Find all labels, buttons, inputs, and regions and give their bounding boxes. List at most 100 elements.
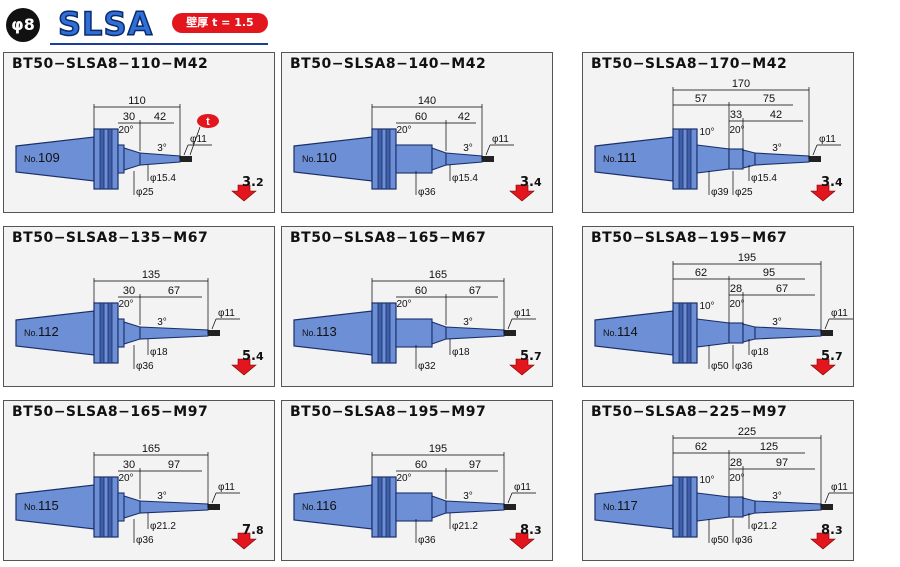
body-taper (431, 321, 447, 345)
slim-neck (139, 326, 209, 340)
dim-slope: 3° (772, 317, 782, 328)
dim-slope: 3° (463, 317, 473, 328)
dim-a: 28 (730, 457, 742, 469)
flange (672, 302, 698, 364)
dim-slope: 3° (157, 143, 167, 154)
dim-slope: 3° (463, 491, 473, 502)
dim-base-diameter: φ50 (711, 535, 729, 546)
dim-top-b: 75 (763, 93, 775, 105)
dim-total-length: 195 (738, 252, 756, 264)
dim-body-diameter: φ32 (418, 361, 436, 372)
dim-neck-diameter: φ21.2 (150, 521, 176, 532)
slim-neck (445, 326, 505, 340)
item-number-prefix: No. (302, 502, 317, 512)
weight-integer: 5. (242, 349, 256, 364)
size-badge: φ8 (6, 8, 40, 42)
dim-total-length: 170 (732, 78, 750, 90)
dim-tip-diameter: φ11 (218, 482, 235, 493)
dim-tip-diameter: φ11 (218, 308, 235, 319)
dim-b: 97 (168, 459, 180, 471)
weight-integer: 5. (821, 349, 835, 364)
collar (117, 144, 125, 174)
dim-slope: 3° (157, 317, 167, 328)
item-number-prefix: No. (24, 328, 39, 338)
dim-total-length: 165 (429, 269, 447, 281)
dim-body-diameter: φ36 (418, 535, 436, 546)
weight-arrow-icon (810, 358, 836, 376)
weight-value: 3.4 (520, 175, 542, 190)
weight-arrow-icon (509, 184, 535, 202)
weight-integer: 3. (242, 175, 256, 190)
item-number-prefix: No. (24, 502, 39, 512)
weight-arrow-icon (231, 358, 257, 376)
dim-a: 60 (415, 111, 427, 123)
weight-value: 7.8 (242, 523, 264, 538)
collar (395, 144, 433, 174)
body-taper (123, 147, 141, 171)
dim-neck-diameter: φ21.2 (751, 521, 777, 532)
flange-groove (385, 476, 391, 538)
item-number-value: 111 (617, 150, 637, 165)
dim-body-diameter: φ25 (735, 187, 753, 198)
step-taper (696, 318, 730, 348)
tool-tip (504, 330, 516, 336)
dim-angle-20: 20° (396, 125, 411, 136)
dim-a: 30 (123, 285, 135, 297)
dim-tip-diameter: φ11 (514, 308, 531, 319)
dim-b: 97 (776, 457, 788, 469)
dim-angle-20: 20° (729, 299, 744, 310)
item-number-value: 109 (38, 150, 60, 165)
dim-a: 28 (730, 283, 742, 295)
step-taper (696, 492, 730, 522)
flange (672, 476, 698, 538)
dim-angle-20: 20° (729, 473, 744, 484)
collar (395, 318, 433, 348)
dim-body-diameter: φ36 (136, 361, 154, 372)
weight-decimal: 3 (533, 524, 542, 537)
tool-tip (208, 330, 220, 336)
flange-groove (678, 302, 684, 364)
tool-tip (809, 156, 821, 162)
flange-groove (385, 128, 391, 190)
dim-tip-diameter: φ11 (831, 482, 848, 493)
dim-total-length: 110 (128, 95, 146, 107)
dim-total-length: 225 (738, 426, 756, 438)
dim-top-a: 62 (695, 267, 707, 279)
dim-top-a: 62 (695, 441, 707, 453)
weight-decimal: 8 (255, 524, 264, 537)
weight-arrow-icon (810, 532, 836, 550)
model-title: BT50−SLSA8−225−M97 (591, 404, 788, 420)
item-number-prefix: No. (603, 328, 618, 338)
dim-b: 97 (469, 459, 481, 471)
weight-arrow-icon (509, 358, 535, 376)
slim-neck (445, 152, 483, 166)
flange-groove (377, 128, 383, 190)
wall-thickness-badge: 壁厚 t = 1.5 (172, 13, 268, 33)
dim-body-diameter: φ36 (136, 535, 154, 546)
weight-arrow-icon (231, 532, 257, 550)
dim-tip-diameter: φ11 (514, 482, 531, 493)
leader-line (183, 144, 189, 156)
item-number-value: 116 (316, 498, 337, 513)
dim-angle-10: 10° (699, 127, 714, 138)
weight-arrow-icon (509, 532, 535, 550)
dim-tip-diameter: φ11 (831, 308, 848, 319)
dim-a: 30 (123, 111, 135, 123)
collar (728, 148, 744, 170)
leader-line (824, 492, 830, 504)
collar (395, 492, 433, 522)
